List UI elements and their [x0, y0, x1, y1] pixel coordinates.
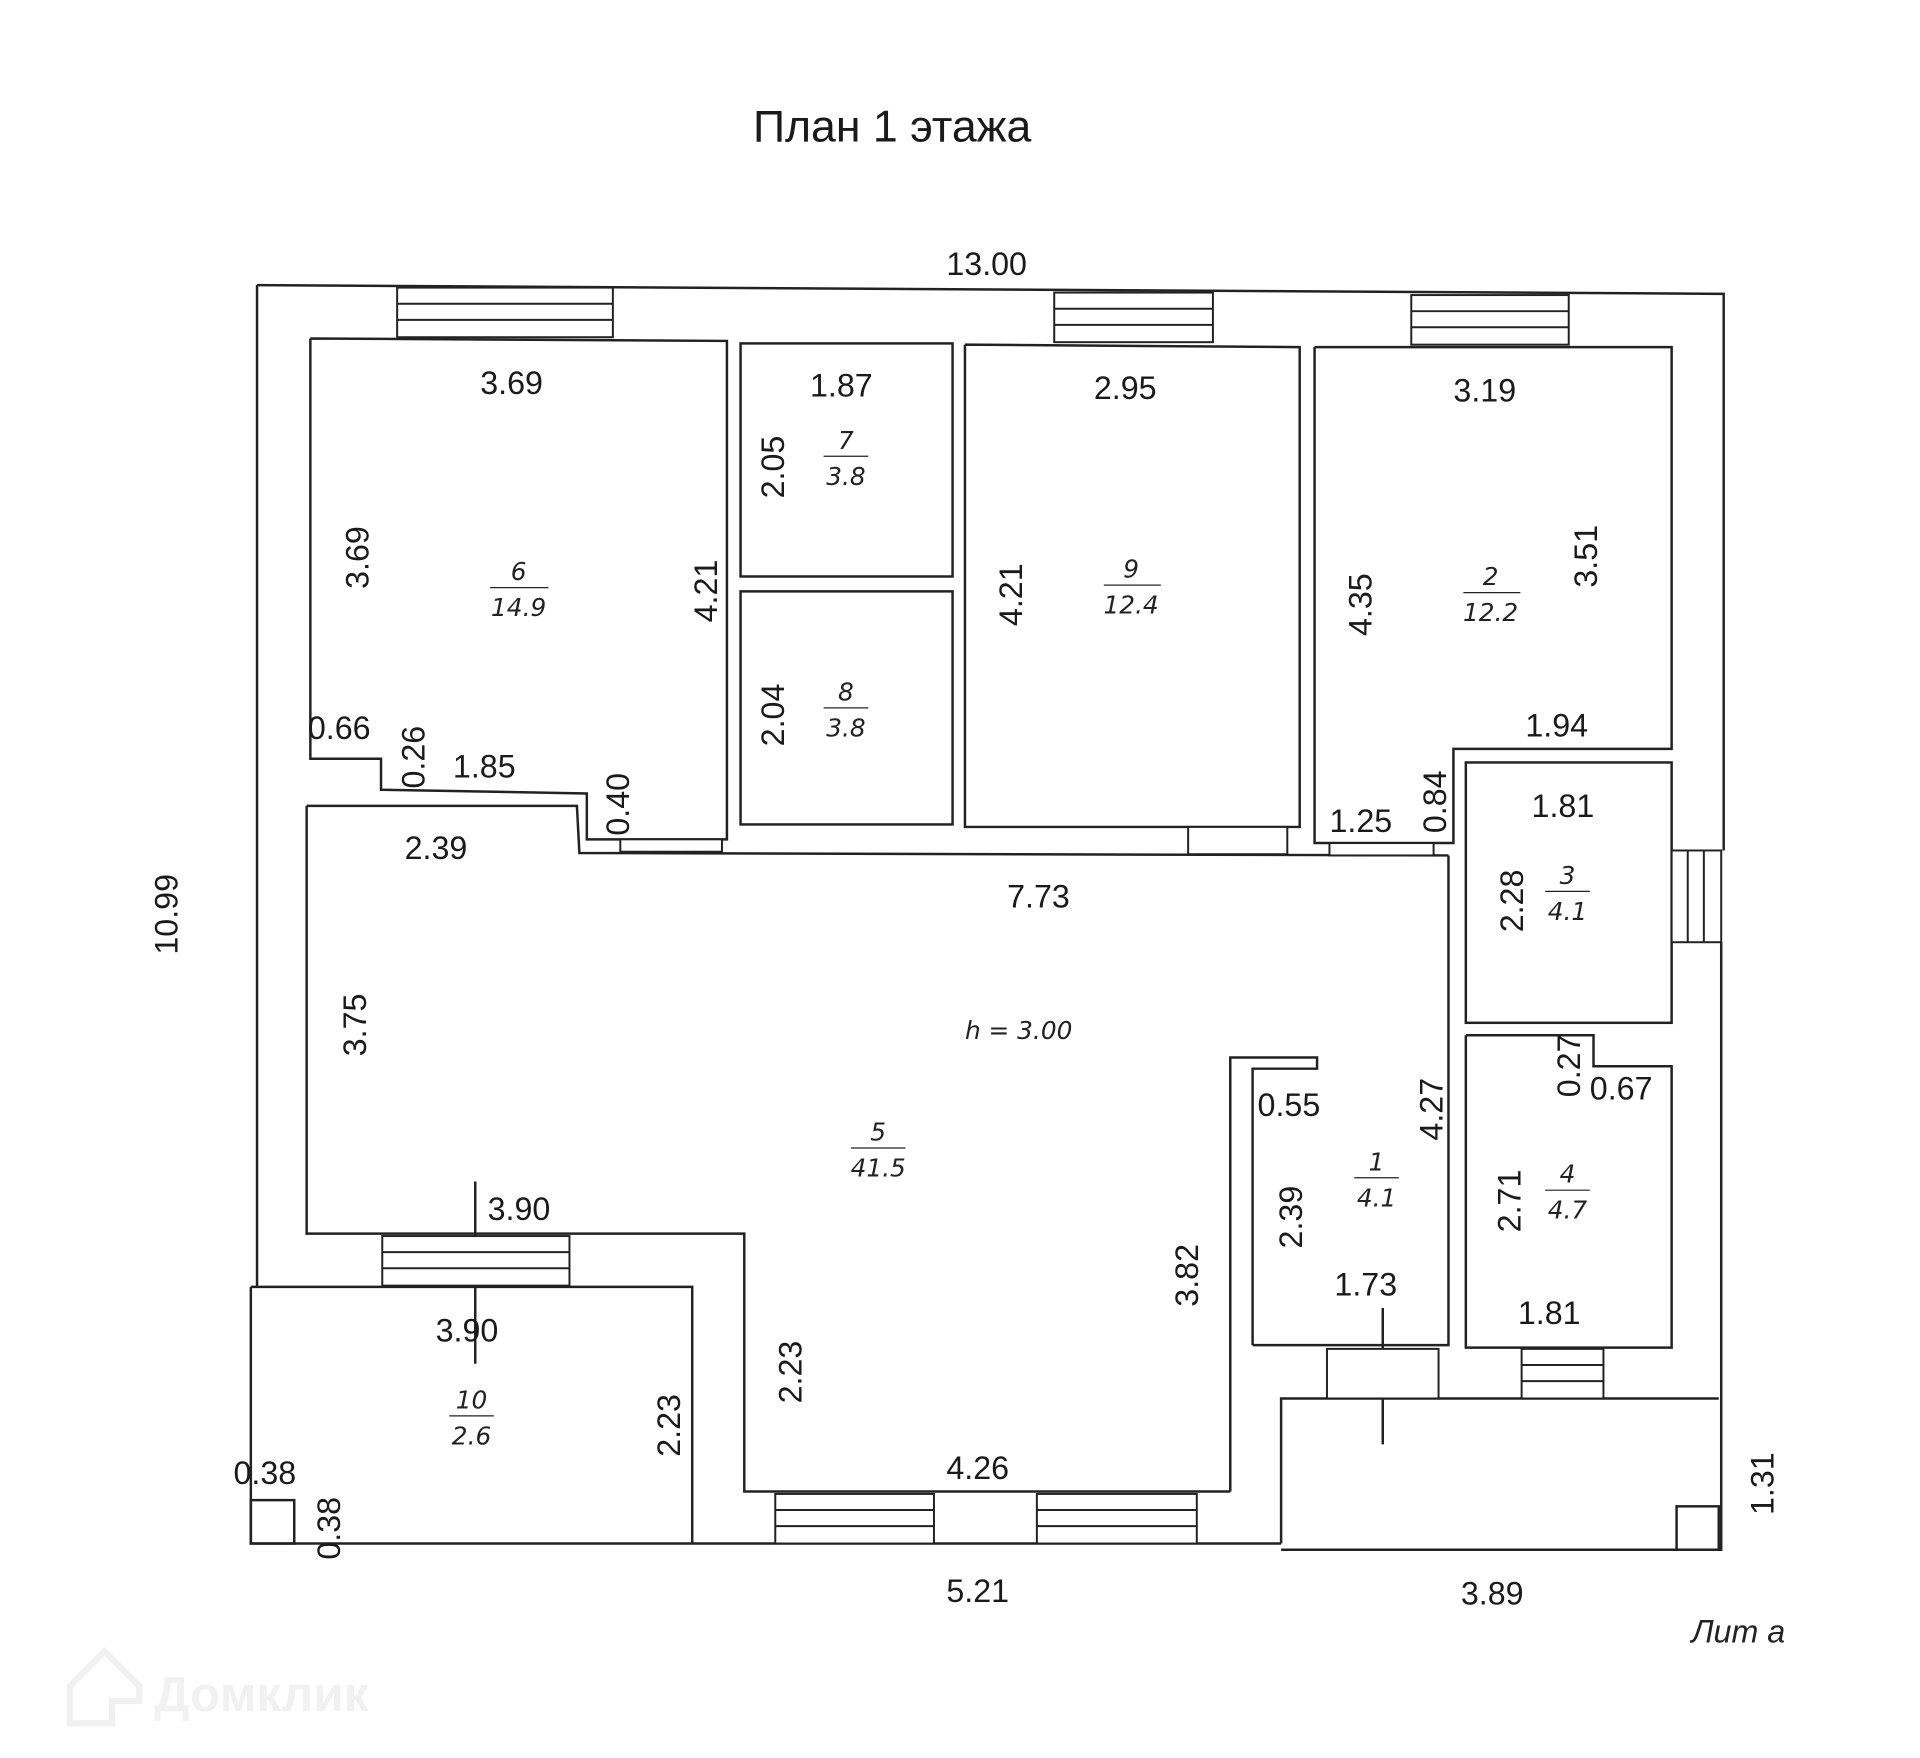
svg-text:1.31: 1.31	[1744, 1452, 1780, 1515]
svg-text:3.75: 3.75	[337, 994, 373, 1057]
svg-text:2.05: 2.05	[755, 436, 791, 499]
svg-text:3.69: 3.69	[340, 526, 376, 589]
svg-text:4.1: 4.1	[1357, 1183, 1396, 1212]
svg-text:4.26: 4.26	[946, 1450, 1009, 1486]
svg-text:3.51: 3.51	[1568, 525, 1604, 588]
room-8: 83.8	[823, 677, 869, 742]
svg-text:3.69: 3.69	[480, 365, 543, 401]
room-7: 73.8	[823, 426, 869, 491]
svg-text:3.90: 3.90	[436, 1312, 499, 1348]
svg-text:1.94: 1.94	[1525, 707, 1588, 743]
room-1: 14.1	[1354, 1147, 1399, 1212]
windows	[381, 286, 1723, 1545]
svg-text:5: 5	[870, 1118, 886, 1147]
room-4: 44.7	[1545, 1160, 1590, 1225]
svg-text:2.28: 2.28	[1494, 870, 1530, 933]
svg-text:3.8: 3.8	[826, 713, 865, 742]
svg-text:3: 3	[1560, 861, 1576, 890]
svg-text:4.21: 4.21	[688, 560, 724, 623]
svg-text:1.81: 1.81	[1518, 1295, 1581, 1331]
walls	[249, 283, 1725, 1551]
svg-text:4: 4	[1560, 1160, 1576, 1189]
svg-text:12.2: 12.2	[1463, 598, 1518, 627]
svg-text:2.23: 2.23	[651, 1394, 687, 1457]
svg-text:2.04: 2.04	[755, 684, 791, 747]
svg-text:1.73: 1.73	[1334, 1267, 1397, 1303]
ceiling-height: h = 3.00	[965, 1016, 1072, 1045]
svg-text:3.82: 3.82	[1169, 1244, 1205, 1307]
svg-text:1: 1	[1369, 1147, 1385, 1176]
svg-text:3.8: 3.8	[826, 462, 865, 491]
room-2: 212.2	[1463, 562, 1521, 627]
svg-text:2.71: 2.71	[1491, 1170, 1527, 1233]
house-logo-icon	[66, 1646, 143, 1727]
svg-text:5.21: 5.21	[946, 1573, 1009, 1609]
svg-text:2.39: 2.39	[1273, 1186, 1309, 1249]
room-3: 34.1	[1545, 861, 1590, 926]
litera-label: Лит а	[1689, 1614, 1785, 1650]
svg-text:Домклик: Домклик	[154, 1666, 369, 1722]
room-6: 614.9	[490, 557, 549, 622]
svg-text:9: 9	[1123, 555, 1139, 584]
svg-text:10.99: 10.99	[149, 874, 185, 955]
room-9: 912.4	[1103, 555, 1161, 620]
svg-text:4.1: 4.1	[1548, 897, 1587, 926]
domclick-watermark: Домклик	[66, 1646, 369, 1727]
svg-text:0.38: 0.38	[233, 1455, 296, 1491]
svg-text:2: 2	[1483, 562, 1499, 591]
svg-text:0.26: 0.26	[395, 726, 431, 789]
dimension-labels: 13.00 10.99 3.69 3.69 4.21 0.66 0.26 1.8…	[149, 246, 1781, 1611]
svg-text:10: 10	[456, 1385, 488, 1414]
svg-text:0.27: 0.27	[1551, 1034, 1587, 1097]
svg-text:41.5: 41.5	[851, 1154, 906, 1183]
svg-text:6: 6	[511, 557, 527, 586]
svg-text:14.9: 14.9	[491, 593, 546, 622]
svg-text:2.23: 2.23	[772, 1341, 808, 1404]
svg-text:0.66: 0.66	[308, 710, 371, 746]
svg-text:2.95: 2.95	[1094, 370, 1157, 406]
svg-text:4.7: 4.7	[1548, 1196, 1588, 1225]
svg-text:0.67: 0.67	[1590, 1071, 1653, 1107]
svg-text:12.4: 12.4	[1103, 591, 1158, 620]
svg-text:1.25: 1.25	[1329, 803, 1392, 839]
svg-text:0.55: 0.55	[1258, 1087, 1321, 1123]
svg-text:0.84: 0.84	[1417, 770, 1453, 833]
room-labels: 614.9 73.8 83.8 912.4 212.2 34.1 44.7 14…	[449, 426, 1590, 1450]
svg-text:13.00: 13.00	[946, 246, 1027, 282]
svg-text:7: 7	[838, 426, 854, 455]
svg-text:7.73: 7.73	[1007, 879, 1070, 915]
svg-text:3.90: 3.90	[488, 1191, 551, 1227]
svg-text:4.27: 4.27	[1413, 1078, 1449, 1141]
room-10: 102.6	[449, 1385, 494, 1450]
plan-title: План 1 этажа	[753, 102, 1032, 151]
svg-text:0.40: 0.40	[600, 773, 636, 836]
svg-text:1.85: 1.85	[453, 748, 516, 784]
svg-text:1.81: 1.81	[1532, 788, 1595, 824]
svg-text:2.6: 2.6	[452, 1421, 491, 1450]
svg-text:4.35: 4.35	[1343, 573, 1379, 636]
room-5: 541.5	[851, 1118, 906, 1183]
svg-text:1.87: 1.87	[810, 368, 873, 404]
svg-text:2.39: 2.39	[405, 830, 468, 866]
svg-text:0.38: 0.38	[311, 1497, 347, 1560]
svg-text:4.21: 4.21	[993, 563, 1029, 626]
svg-text:3.89: 3.89	[1461, 1575, 1524, 1611]
svg-text:3.19: 3.19	[1453, 373, 1516, 409]
svg-text:8: 8	[838, 677, 854, 706]
